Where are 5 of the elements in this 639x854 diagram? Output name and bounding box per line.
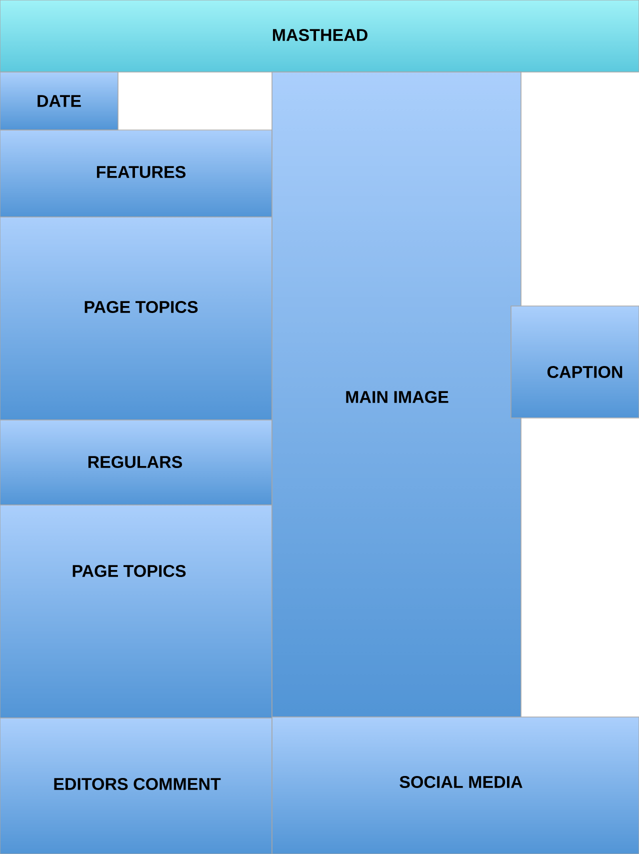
layout-block: EDITORS COMMENT [0,718,272,854]
layout-block: SOCIAL MEDIA [272,716,639,854]
layout-block: REGULARS [0,420,272,506]
layout-block: DATE [0,72,118,130]
layout-block: CAPTION [510,306,639,418]
